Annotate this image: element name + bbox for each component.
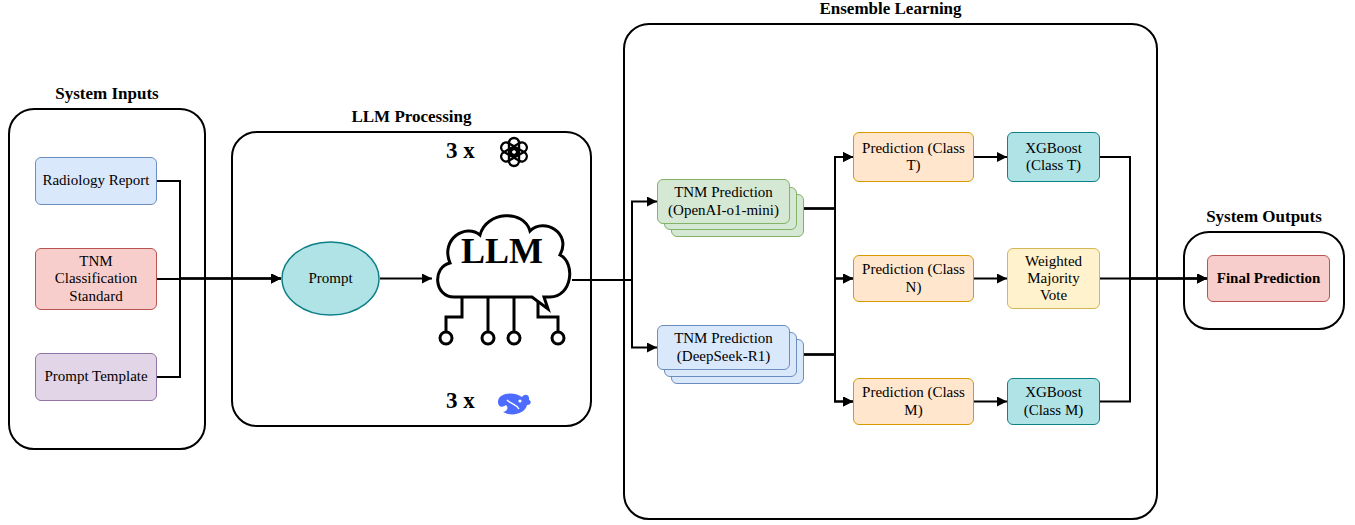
node-label: Prompt Template — [44, 368, 147, 385]
group-panel: Radiology ReportTNM Classification Stand… — [8, 108, 206, 450]
connector-arrow — [157, 279, 281, 378]
node-label: Prompt — [308, 270, 352, 287]
node-label: TNM Prediction (DeepSeek-R1) — [662, 330, 785, 365]
multiplier-label: 3 x — [446, 138, 475, 164]
node-label: LLM — [461, 231, 543, 272]
node-label: Prediction (Class M) — [858, 384, 969, 419]
connector-arrow — [572, 280, 657, 348]
node-label: Prediction (Class T) — [858, 140, 969, 175]
process-box: Prediction (Class N) — [853, 255, 974, 302]
openai-logo — [499, 138, 528, 166]
node-label: TNM Classification Standard — [40, 253, 152, 305]
input-box: TNM Classification Standard — [35, 248, 157, 310]
connector-arrow — [572, 202, 657, 281]
connector-arrow — [1100, 279, 1207, 402]
input-box: Prompt Template — [35, 353, 157, 401]
group-heading: System Inputs — [0, 84, 244, 104]
group-panel: Final PredictionSystem Outputs — [1183, 231, 1345, 330]
group-heading: Ensemble Learning — [585, 0, 1196, 19]
input-box: Radiology Report — [35, 157, 157, 205]
node-label: XGBoost (Class T) — [1012, 140, 1095, 175]
connector-arrow — [157, 181, 281, 279]
model-box: XGBoost (Class T) — [1007, 132, 1100, 182]
connector-arrow — [804, 157, 853, 209]
group-heading: LLM Processing — [193, 107, 630, 127]
model-box: XGBoost (Class M) — [1007, 378, 1100, 425]
group-panel: TNM Prediction (OpenAI-o1-mini) TNM Predi… — [623, 23, 1158, 520]
connector-arrow — [1100, 157, 1207, 279]
connector-arrow — [804, 157, 853, 355]
connector-arrow — [974, 156, 1007, 158]
llm-brain: LLM — [432, 205, 572, 355]
connector-arrow — [804, 209, 853, 279]
deepseek-logo — [498, 394, 531, 415]
group-panel: PromptLLMLLM Processing — [231, 131, 592, 427]
node-label: Radiology Report — [42, 172, 149, 189]
model-box: Weighted Majority Vote — [1007, 248, 1100, 310]
multiplier-label: 3 x — [446, 388, 475, 414]
output-box: Final Prediction — [1207, 255, 1330, 302]
connector-arrow — [380, 278, 432, 280]
brain-cloud-icon — [432, 205, 572, 355]
node-label: Prediction (Class N) — [858, 261, 969, 296]
node-label: Weighted Majority Vote — [1012, 253, 1095, 305]
connector-arrow — [804, 279, 853, 355]
group-heading: System Outputs — [1145, 207, 1355, 227]
connector-arrow — [974, 401, 1007, 403]
node-label: TNM Prediction (OpenAI-o1-mini) — [662, 184, 785, 219]
connector-arrow — [804, 209, 853, 402]
process-box: Prediction (Class M) — [853, 378, 974, 425]
connector-arrow — [804, 355, 853, 402]
prediction-stack: TNM Prediction (DeepSeek-R1) — [657, 325, 790, 370]
connector-arrow — [974, 278, 1007, 280]
prediction-stack: TNM Prediction (OpenAI-o1-mini) — [657, 179, 790, 224]
node-label: XGBoost (Class M) — [1012, 384, 1095, 419]
prompt-ellipse: Prompt — [281, 241, 380, 316]
process-box: Prediction (Class T) — [853, 132, 974, 182]
node-label: Final Prediction — [1217, 270, 1320, 287]
